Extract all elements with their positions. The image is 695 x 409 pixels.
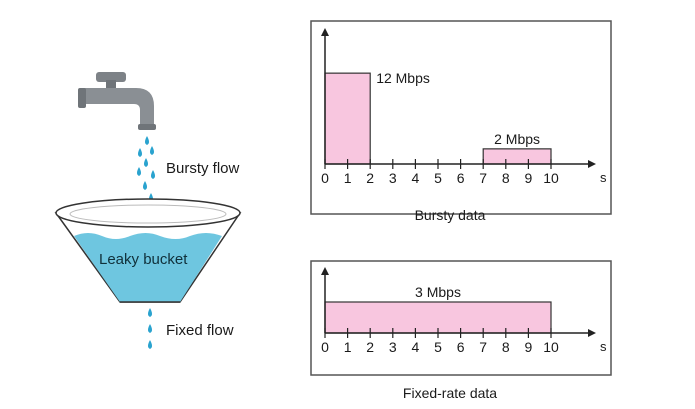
fixed-rate-data-caption: Fixed-rate data: [380, 385, 520, 401]
x-tick-label-0: 0: [321, 339, 329, 355]
x-tick-label-2: 2: [366, 339, 374, 355]
x-tick-label-4: 4: [412, 339, 420, 355]
bar-label-0: 12 Mbps: [376, 70, 430, 86]
bar-label-0: 3 Mbps: [415, 284, 461, 300]
bar-label-1: 2 Mbps: [494, 131, 540, 147]
water-drop-icon: [148, 308, 152, 349]
x-tick-label-6: 6: [457, 170, 465, 186]
x-tick-label-5: 5: [434, 339, 442, 355]
x-tick-label-7: 7: [479, 170, 487, 186]
x-unit-label: s: [600, 339, 607, 354]
leaky-bucket-illustration: [0, 0, 300, 409]
x-tick-label-3: 3: [389, 170, 397, 186]
leaky-bucket-label: Leaky bucket: [99, 251, 187, 268]
x-tick-label-0: 0: [321, 170, 329, 186]
bursty-data-caption: Bursty data: [390, 207, 510, 223]
faucet-icon: [78, 72, 156, 130]
x-tick-label-7: 7: [479, 339, 487, 355]
bar-0: [325, 73, 370, 164]
x-tick-label-8: 8: [502, 339, 510, 355]
x-tick-label-2: 2: [366, 170, 374, 186]
x-tick-label-1: 1: [344, 170, 352, 186]
x-unit-label: s: [600, 170, 607, 185]
bursty-flow-label: Bursty flow: [166, 160, 239, 177]
bar-1: [483, 149, 551, 164]
x-tick-label-5: 5: [434, 170, 442, 186]
x-tick-label-1: 1: [344, 339, 352, 355]
fixed-flow-label: Fixed flow: [166, 322, 234, 339]
x-tick-label-8: 8: [502, 170, 510, 186]
x-tick-label-10: 10: [543, 170, 559, 186]
x-tick-label-9: 9: [525, 339, 533, 355]
x-tick-label-3: 3: [389, 339, 397, 355]
x-tick-label-6: 6: [457, 339, 465, 355]
x-tick-label-4: 4: [412, 170, 420, 186]
x-tick-label-10: 10: [543, 339, 559, 355]
x-tick-label-9: 9: [525, 170, 533, 186]
water-drop-icon: [137, 136, 155, 202]
